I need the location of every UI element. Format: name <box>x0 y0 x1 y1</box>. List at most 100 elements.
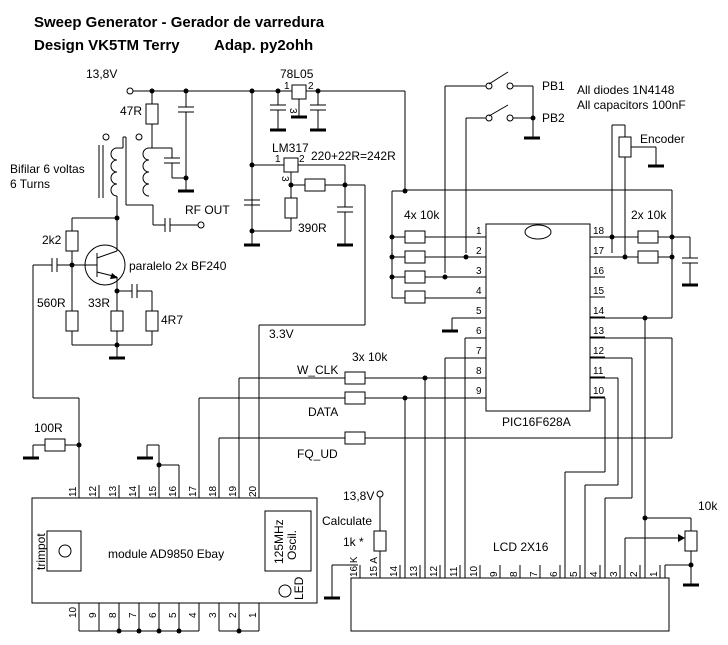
dds-pin-label: 8 <box>108 612 119 618</box>
resistor-47r: 47R <box>120 91 159 148</box>
lcd-pin-label: 5 <box>569 571 580 577</box>
trimpot-label: trimpot <box>34 533 48 570</box>
regulator-lm317: LM317 220+22R=242R 1 2 3 390R 3.3V <box>242 91 396 498</box>
svg-text:3: 3 <box>279 176 290 182</box>
lcd-pin-label: 9 <box>489 571 500 577</box>
pullups-right-label: 2x 10k <box>631 208 667 222</box>
mcu-pin-label: 9 <box>476 386 482 397</box>
lcd-pin-label: 14 <box>389 565 400 577</box>
svg-text:1: 1 <box>284 81 290 92</box>
data-label: DATA <box>308 405 338 419</box>
mcu-pin-label: 16 <box>593 266 605 277</box>
regulator-lm317-label: LM317 <box>272 141 309 155</box>
mcu-pin-label: 7 <box>476 346 482 357</box>
mcu-pin-label: 6 <box>476 326 482 337</box>
fq-ud-label: FQ_UD <box>297 447 338 461</box>
title-design: Design VK5TM Terry <box>34 37 180 54</box>
mcu-pin-label: 10 <box>593 386 605 397</box>
dds-pin-label: 14 <box>128 485 139 497</box>
note-diodes: All diodes 1N4148 <box>577 83 675 97</box>
mcu-pin-label: 1 <box>476 226 482 237</box>
mcu-label: PIC16F628A <box>502 415 571 429</box>
mcu-pin-label: 8 <box>476 366 482 377</box>
mcu-pin-label: 2 <box>476 246 482 257</box>
dds-pin-label: 12 <box>88 485 99 497</box>
dds-pin-label: 3 <box>208 612 219 618</box>
mcu-pin-label: 13 <box>593 326 605 337</box>
backlight-resistor-label: 1k * <box>343 535 364 549</box>
lcd-pin-label: 16 K <box>349 556 360 577</box>
lcd-pin-label: 13 <box>409 565 420 577</box>
title-line1: Sweep Generator - Gerador de varredura <box>34 14 325 31</box>
mcu-pin-label: 3 <box>476 266 482 277</box>
dds-pin-label: 16 <box>168 485 179 497</box>
resistor-560r-label: 560R <box>37 296 66 310</box>
mcu-pin-label: 18 <box>593 226 605 237</box>
resistor-390r-label: 390R <box>298 221 327 235</box>
led-label: LED <box>292 576 306 600</box>
lcd-pin-label: 6 <box>549 571 560 577</box>
mcu-pin-label: 17 <box>593 246 605 257</box>
dds-pin-label: 20 <box>248 485 259 497</box>
transistor-label: paralelo 2x BF240 <box>129 259 227 273</box>
dds-pin-label: 6 <box>148 612 159 618</box>
lcd-pin-label: 10 <box>469 565 480 577</box>
lcd-pin-label: 4 <box>589 571 600 577</box>
contrast-pot[interactable] <box>684 530 698 552</box>
transformer-note-2: 6 Turns <box>10 177 50 191</box>
rf-amplifier: Bifilar 6 voltas 6 Turns RF OUT 2k2 <box>10 133 230 498</box>
mcu-pin-label: 12 <box>593 346 605 357</box>
dds-module-label: module AD9850 Ebay <box>108 547 224 561</box>
encoder-label: Encoder <box>640 132 685 146</box>
push-buttons: PB1 PB2 <box>444 71 565 273</box>
dds-pin-label: 2 <box>228 612 239 618</box>
note-capacitors: All capacitors 100nF <box>577 98 686 112</box>
dds-bus: 3x 10k W_CLK DATA FQ_UD <box>135 350 486 578</box>
dds-pin-label: 19 <box>228 485 239 497</box>
trimpot[interactable] <box>46 530 82 572</box>
dds-pin-label: 11 <box>68 486 79 497</box>
resistor-4r7-label: 4R7 <box>161 313 183 327</box>
lcd-pin-label: 8 <box>509 571 520 577</box>
encoder: Encoder <box>611 124 685 253</box>
lcd-pin-label: 15 A <box>369 557 380 577</box>
pb1-label: PB1 <box>542 79 565 93</box>
capacitor-rail <box>176 91 196 193</box>
pb2-contact[interactable] <box>485 114 493 122</box>
dds-pin-label: 15 <box>148 485 159 497</box>
dds-pin-label: 4 <box>188 612 199 618</box>
power-rail-13v8: 13,8V <box>86 67 292 95</box>
dds-pin-label: 7 <box>128 612 139 618</box>
dds-pin-label: 13 <box>108 485 119 497</box>
dds-pin-label: 5 <box>168 612 179 618</box>
mcu-pin-label: 11 <box>593 366 604 377</box>
svg-text:1: 1 <box>275 154 281 165</box>
regulator-78l05: 78L05 1 2 3 <box>268 67 408 194</box>
rail-3v3-label: 3.3V <box>269 327 294 341</box>
resistor-100r-label: 100R <box>34 421 63 435</box>
rf-out-label: RF OUT <box>185 203 230 217</box>
pb1-contact[interactable] <box>485 82 493 90</box>
lcd-pin-label: 2 <box>629 571 640 577</box>
pullups-left-label: 4x 10k <box>404 208 440 222</box>
supply-label: 13,8V <box>86 67 117 81</box>
dds-pin-label: 17 <box>188 485 199 497</box>
lcd-pin-label: 1 <box>649 571 660 577</box>
lcd-pin-label: 12 <box>429 565 440 577</box>
w-clk-label: W_CLK <box>297 363 338 377</box>
mcu-pin-label: 5 <box>476 306 482 317</box>
mcu-pin-label: 15 <box>593 286 605 297</box>
resistor-2k2-label: 2k2 <box>42 233 62 247</box>
mcu-pin-label: 4 <box>476 286 482 297</box>
mcu-pin-label: 14 <box>593 306 605 317</box>
dds-pin-label: 10 <box>68 606 79 618</box>
dds-pin-label: 1 <box>248 612 259 618</box>
dds-pin-label: 9 <box>88 612 99 618</box>
lm317-resistor-note: 220+22R=242R <box>311 149 396 163</box>
lcd-label: LCD 2X16 <box>493 540 549 554</box>
lcd-pin-label: 7 <box>529 571 540 577</box>
transformer-note-1: Bifilar 6 voltas <box>10 162 85 176</box>
ad9850-module: trimpot module AD9850 Ebay 125MHz Oscil.… <box>31 485 318 634</box>
